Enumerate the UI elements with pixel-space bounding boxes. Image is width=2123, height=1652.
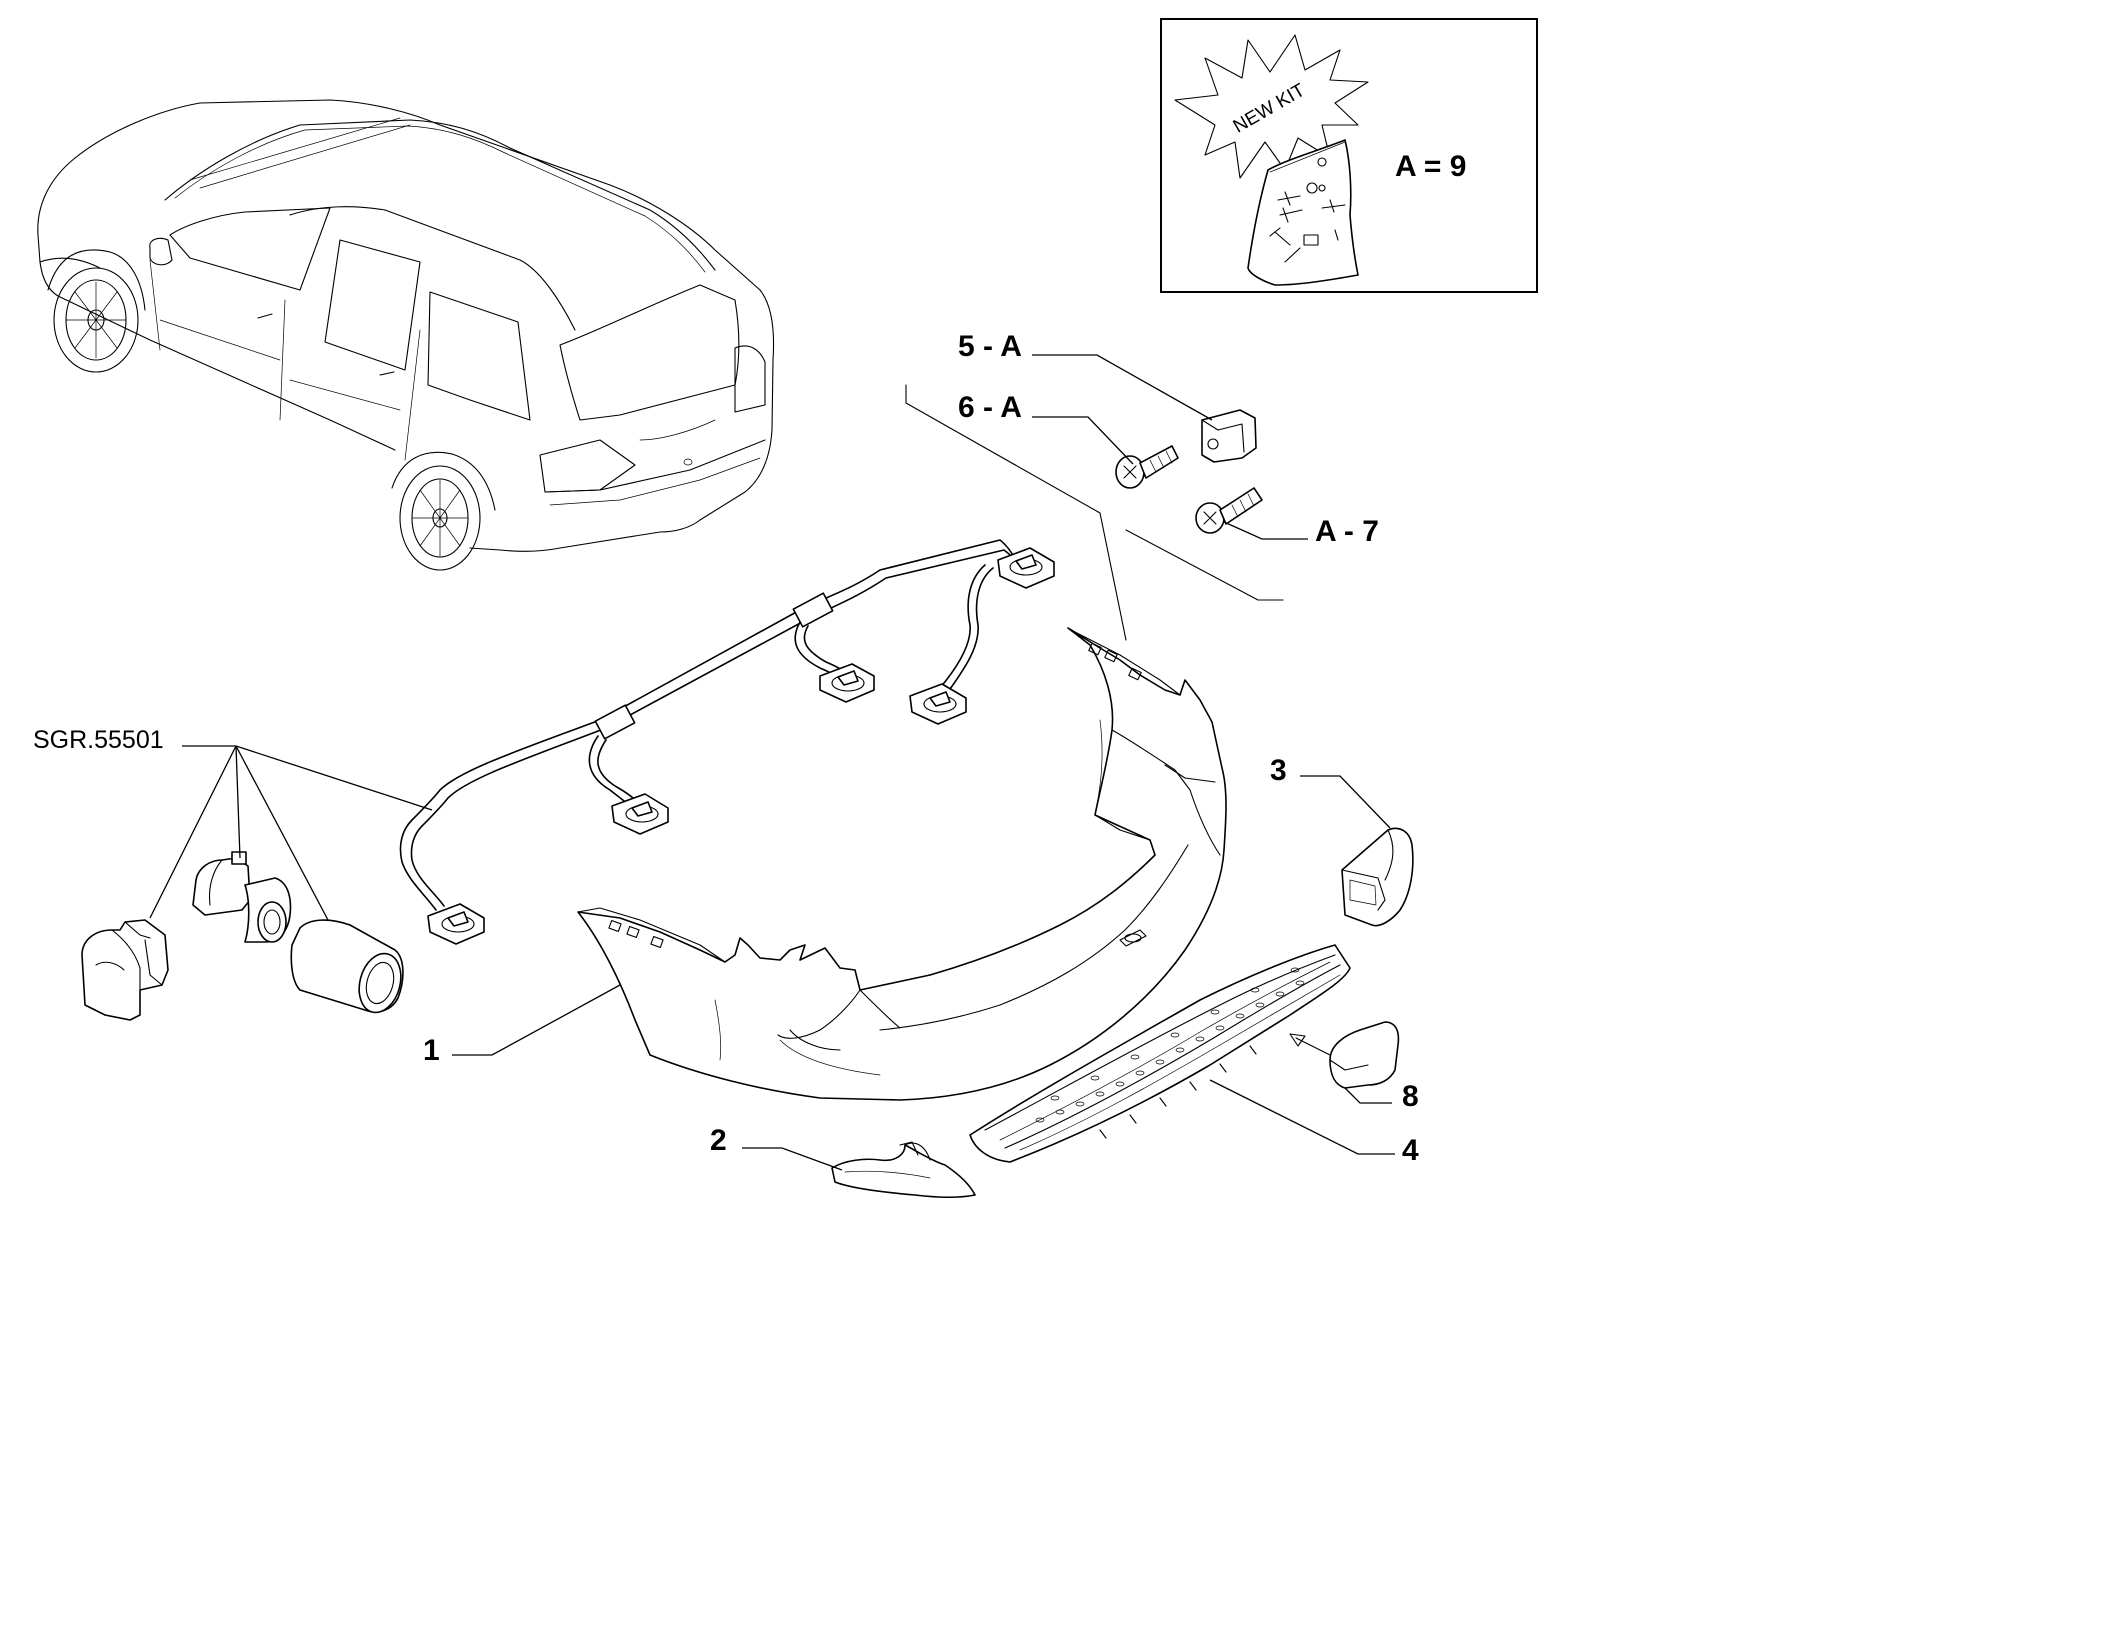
clip-nut-5 [1201,409,1257,463]
callout-4: 4 [1402,1134,1419,1167]
screw-7 [1195,487,1263,534]
corner-trim-3 [1341,827,1414,927]
callout-7: A - 7 [1315,515,1379,548]
callout-8: 8 [1402,1080,1419,1113]
new-kit-box: NEW KIT A = 9 [1160,18,1538,293]
wiring-harness [399,539,1055,945]
sensor-cap [290,919,404,1014]
parts-diagram: NEW KIT A = 9 [33,18,1538,1199]
step-plate-4 [969,944,1351,1163]
kit-equation: A = 9 [1395,150,1466,183]
new-kit-burst [1174,34,1369,179]
callout-1: 1 [423,1034,440,1067]
callout-6: 6 - A [958,391,1022,424]
callout-3: 3 [1270,754,1287,787]
callout-5: 5 - A [958,330,1022,363]
sensor-clip [81,919,169,1021]
callout-2: 2 [710,1124,727,1157]
leader-lines [149,354,1395,1171]
tow-cap-8 [1289,1021,1400,1089]
screw-6 [1115,445,1179,489]
corner-trim-2 [831,1141,976,1199]
rear-bumper [577,627,1227,1101]
group-code-label: SGR.55501 [33,726,164,754]
car-illustration [37,99,775,571]
parking-sensor [192,851,292,943]
